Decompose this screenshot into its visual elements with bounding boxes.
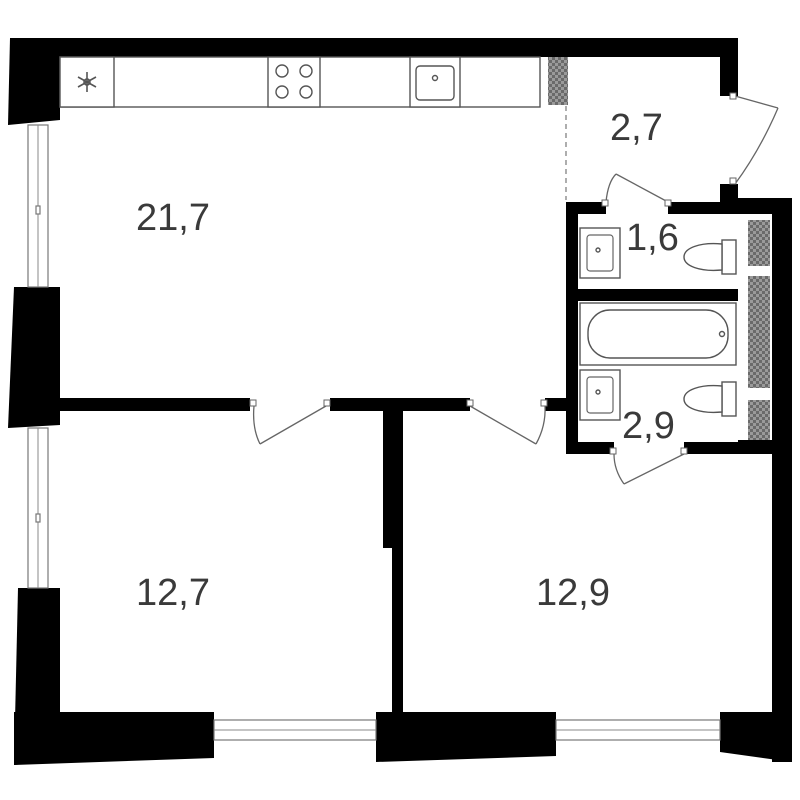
washbasin-icon (579, 227, 621, 279)
wall-wc-top-right (668, 202, 738, 214)
wall-wc-divider (566, 289, 738, 301)
room-area-bathroom: 2,9 (622, 405, 675, 447)
window-bottom-right (555, 719, 721, 741)
wall-bedroom-partition-upper (383, 398, 403, 548)
door-bedroom-right (466, 399, 548, 445)
door-entrance (729, 92, 779, 185)
fridge (59, 56, 115, 108)
wall-bottom-left (14, 712, 214, 765)
sink-icon (409, 56, 461, 108)
wall-left-middle (8, 287, 60, 428)
wall-bedroom-partition-lower (392, 540, 403, 715)
windows (27, 124, 721, 741)
cooktop-icon (267, 56, 321, 108)
door-wc (601, 173, 672, 207)
toilet-icon (683, 381, 737, 417)
vent-wc (748, 220, 770, 266)
wall-shaft-top (738, 198, 792, 214)
toilet-icon (683, 239, 737, 275)
room-area-bedroom-right: 12,9 (536, 572, 610, 614)
wall-right (772, 198, 792, 762)
vent-bath-upper (748, 276, 770, 388)
ventilation-shafts (548, 57, 770, 440)
window-left-bottom (27, 427, 49, 589)
wall-wc-left (566, 202, 578, 454)
doors (249, 92, 779, 485)
wall-mid-left (60, 398, 250, 411)
room-area-hallway: 2,7 (610, 107, 663, 149)
snowflake-icon (77, 72, 97, 92)
wall-shaft-bottom (738, 440, 792, 454)
vent-bath-lower (748, 400, 770, 440)
kitchen-counter (59, 56, 541, 108)
wall-bath-bottom-right (684, 442, 738, 454)
room-area-kitchen-living: 21,7 (136, 197, 210, 239)
wall-top (10, 38, 738, 57)
washbasin-icon (579, 369, 621, 421)
room-area-toilet: 1,6 (626, 217, 679, 259)
room-labels: 21,7 2,7 1,6 2,9 12,7 12,9 (136, 107, 679, 614)
room-area-bedroom-left: 12,7 (136, 572, 210, 614)
window-left-top (27, 124, 49, 288)
wall-top-right-stub (720, 38, 738, 96)
walls (8, 38, 792, 765)
bathtub-icon (579, 302, 737, 366)
wall-bottom-middle (376, 712, 556, 762)
window-bottom-left (213, 719, 377, 741)
door-bathroom (609, 447, 688, 485)
wall-left-top (8, 38, 60, 125)
door-bedroom-left (249, 399, 331, 445)
wall-bath-bottom-left (566, 442, 614, 454)
vent-kitchen (548, 57, 568, 105)
